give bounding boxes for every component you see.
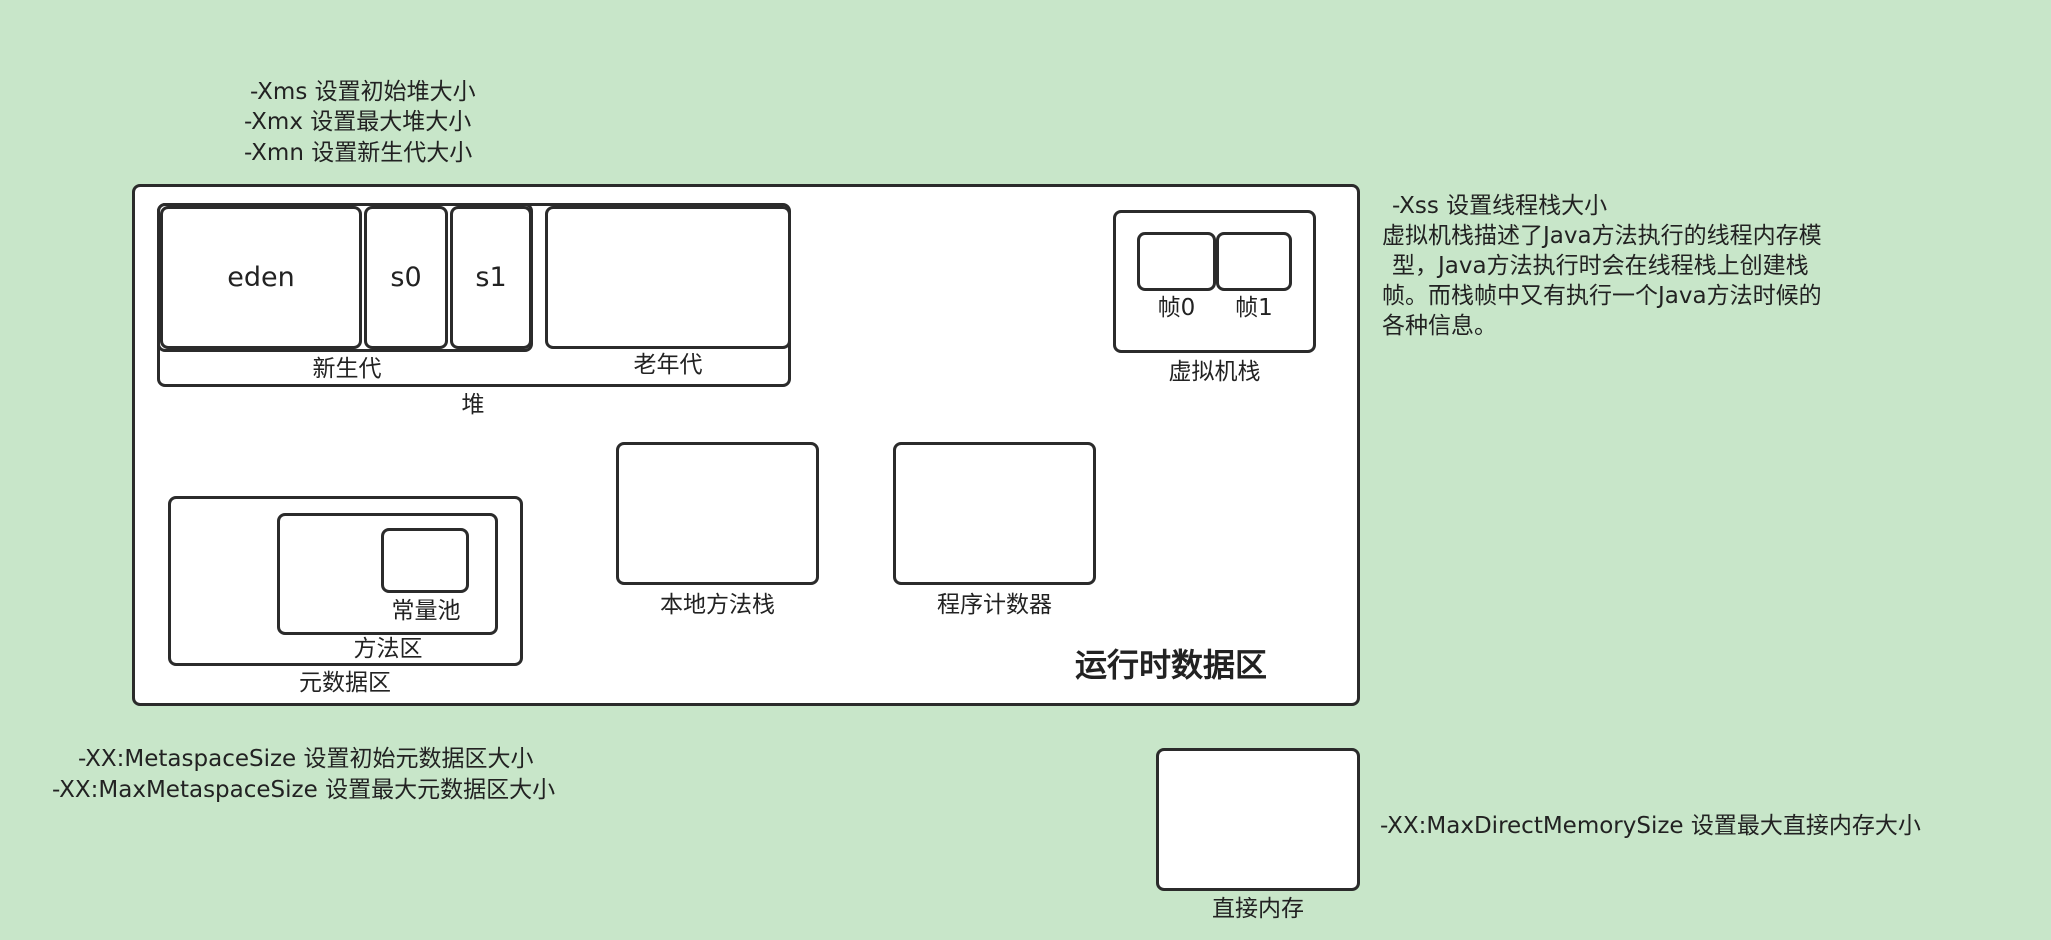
heap-label: 堆 <box>461 392 485 418</box>
old-gen-box <box>545 206 791 349</box>
stack-desc-line-1: 虚拟机栈描述了Java方法执行的线程内存模 <box>1382 222 1822 249</box>
constant-pool-box <box>381 528 469 593</box>
runtime-data-area-title: 运行时数据区 <box>1075 646 1268 684</box>
frame-0-label: 帧0 <box>1157 295 1196 321</box>
native-method-stack-label: 本地方法栈 <box>660 592 775 618</box>
direct-memory-box <box>1156 748 1360 891</box>
young-gen-label: 新生代 <box>312 356 382 382</box>
direct-memory-label: 直接内存 <box>1212 896 1304 922</box>
xss-note: -Xss 设置线程栈大小 <box>1392 193 1608 219</box>
survivor-s0-box: s0 <box>364 206 448 349</box>
eden-box: eden <box>160 206 362 349</box>
method-area-label: 方法区 <box>353 636 423 662</box>
constant-pool-label: 常量池 <box>391 598 461 624</box>
native-method-stack-box <box>616 442 819 585</box>
xmx-note: -Xmx 设置最大堆大小 <box>244 109 472 135</box>
program-counter-box <box>893 442 1096 585</box>
frame-1-box <box>1216 232 1292 291</box>
xms-note: -Xms 设置初始堆大小 <box>250 79 476 105</box>
frame-1-label: 帧1 <box>1235 295 1273 321</box>
frame-0-box <box>1137 232 1216 291</box>
stack-note: -Xss 设置线程栈大小 虚拟机栈描述了Java方法执行的线程内存模 型，Jav… <box>1382 192 1822 341</box>
vm-stack-label: 虚拟机栈 <box>1168 359 1261 385</box>
stack-desc-line-3: 帧。而栈帧中又有执行一个Java方法时候的 <box>1382 282 1822 309</box>
xmn-note: -Xmn 设置新生代大小 <box>244 140 473 166</box>
survivor-s1-box: s1 <box>450 206 532 349</box>
old-gen-label: 老年代 <box>633 352 703 378</box>
metaspace-label: 元数据区 <box>299 670 391 696</box>
max-direct-memory-note: -XX:MaxDirectMemorySize 设置最大直接内存大小 <box>1380 813 1921 839</box>
program-counter-label: 程序计数器 <box>937 592 1052 618</box>
metaspace-size-note: -XX:MetaspaceSize 设置初始元数据区大小 <box>78 746 534 772</box>
stack-desc-line-4: 各种信息。 <box>1382 312 1497 339</box>
max-metaspace-size-note: -XX:MaxMetaspaceSize 设置最大元数据区大小 <box>52 777 556 803</box>
stack-desc-line-2: 型，Java方法执行时会在线程栈上创建栈 <box>1392 252 1809 279</box>
